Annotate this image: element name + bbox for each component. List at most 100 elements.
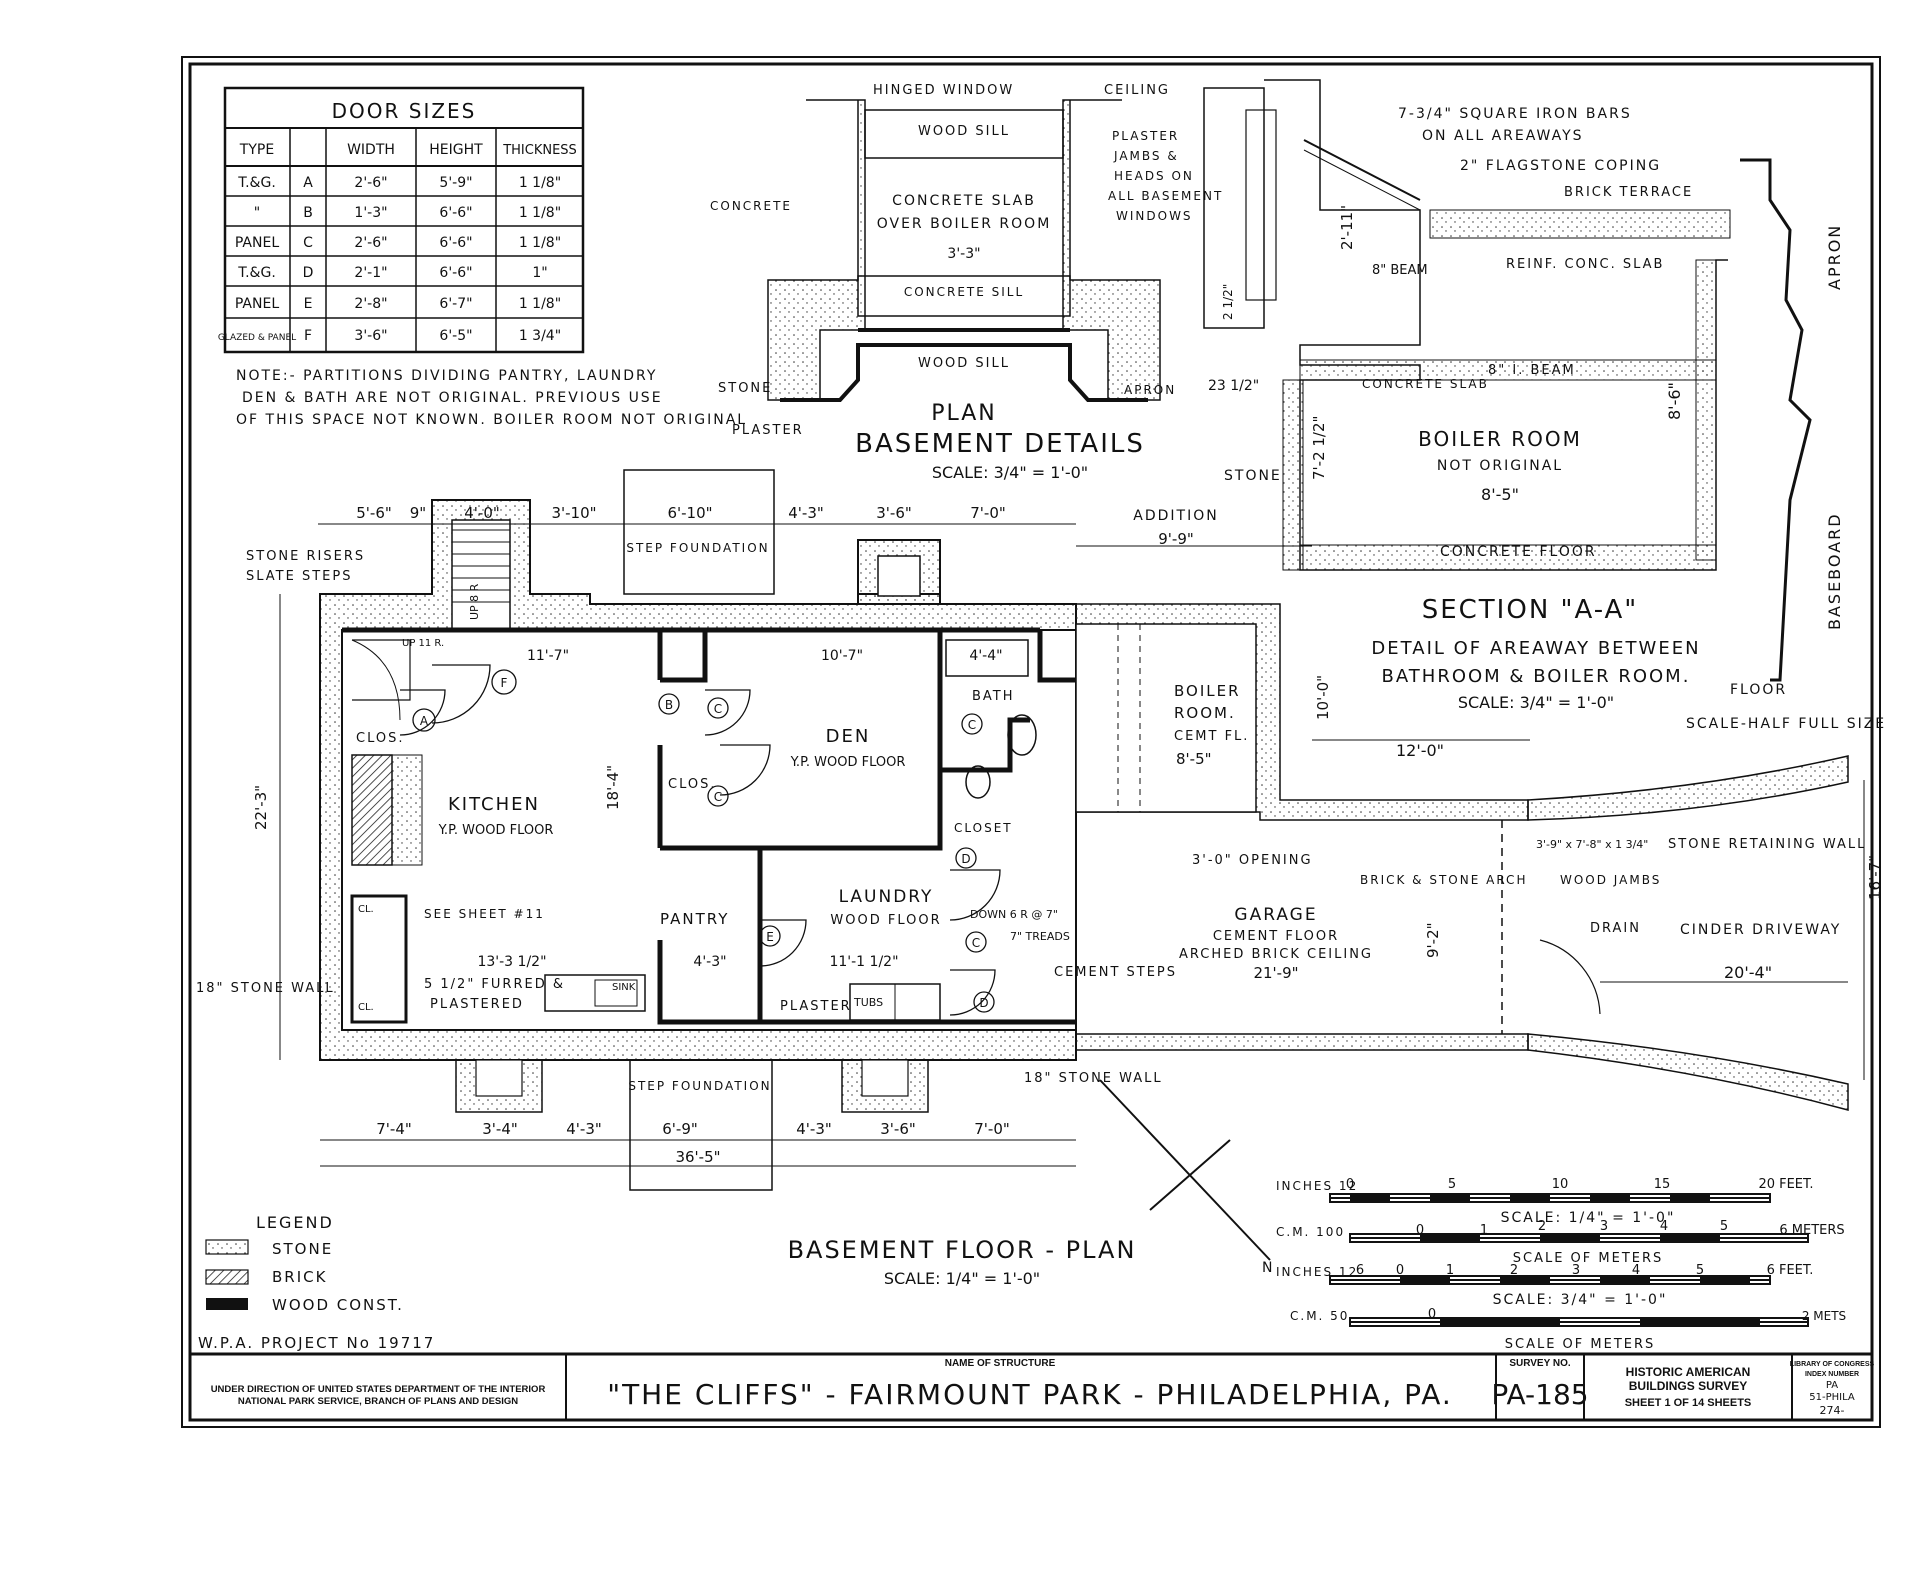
clos-label-den: CLOS. xyxy=(668,777,716,792)
door-tag-f: F xyxy=(501,676,508,690)
door-row-5-thickness: 1 1/8" xyxy=(519,296,561,312)
stone-risers-label: STONE RISERS xyxy=(246,549,365,564)
door-table-header-width: WIDTH xyxy=(347,142,395,158)
dim-8-6: 8'-6" xyxy=(1665,382,1684,420)
note-line-2: DEN & BATH ARE NOT ORIGINAL. PREVIOUS US… xyxy=(242,390,663,406)
cm1-tick-5: 5 xyxy=(1720,1219,1728,1234)
cm1-tick-6: 6 METERS xyxy=(1779,1223,1844,1238)
section-detail-1: DETAIL OF AREAWAY BETWEEN xyxy=(1371,638,1700,659)
slab-line-2: OVER BOILER ROOM xyxy=(877,216,1052,232)
sink-label: SINK xyxy=(612,982,636,993)
door-sizes-table: DOOR SIZES TYPE WIDTH HEIGHT THICKNESS T… xyxy=(218,86,585,354)
sheet-border-outer xyxy=(181,56,1881,1428)
floor-plan-title: BASEMENT FLOOR - PLAN xyxy=(788,1236,1137,1264)
garage-ceiling-label: ARCHED BRICK CEILING xyxy=(1179,947,1373,962)
top-dim-2: 9" xyxy=(410,504,426,522)
section-aa: 7-3/4" SQUARE IRON BARS ON ALL AREAWAYS … xyxy=(1203,79,1884,732)
door-row-3-type: PANEL xyxy=(235,235,279,251)
door-tag-c3: C xyxy=(968,718,976,732)
brick-terrace-label: BRICK TERRACE xyxy=(1564,185,1693,200)
stone-wall-18-left: 18" STONE WALL xyxy=(196,981,335,996)
pantry-label: PANTRY xyxy=(660,910,729,928)
bottom-dim-4: 6'-9" xyxy=(662,1120,698,1138)
boiler-label-2: ROOM. xyxy=(1174,704,1236,722)
door-row-4-code: D xyxy=(303,265,314,281)
step-foundation-top: STEP FOUNDATION xyxy=(626,541,769,555)
plaster-detail-label: PLASTER xyxy=(732,423,804,438)
note-line-1: NOTE:- PARTITIONS DIVIDING PANTRY, LAUND… xyxy=(236,368,657,384)
door-row-5-code: E xyxy=(304,296,313,312)
name-of-structure-label: NAME OF STRUCTURE xyxy=(945,1358,1056,1369)
stone-retaining-label: STONE RETAINING WALL xyxy=(1668,837,1866,852)
scale1-label: SCALE: 1/4" = 1'-0" xyxy=(1501,1210,1676,1226)
not-original-label: NOT ORIGINAL xyxy=(1437,458,1563,474)
loc-line-2: INDEX NUMBER xyxy=(1805,1371,1859,1378)
door-table-header-thickness: THICKNESS xyxy=(502,143,577,158)
structure-name: "THE CLIFFS" - FAIRMOUNT PARK - PHILADEL… xyxy=(607,1378,1453,1411)
hinged-window-label: HINGED WINDOW xyxy=(873,83,1014,98)
plaster-note-2: JAMBS & xyxy=(1113,149,1179,163)
door-row-2-code: B xyxy=(303,205,313,221)
door-row-3-thickness: 1 1/8" xyxy=(519,235,561,251)
dim-2-11: 2'-11" xyxy=(1338,205,1356,250)
i-beam-label: 8" I. BEAM xyxy=(1488,363,1576,378)
door-tag-b: B xyxy=(665,698,673,712)
top-dim-7: 3'-6" xyxy=(876,504,912,522)
floor-label: FLOOR xyxy=(1730,682,1787,698)
furred-label-2: PLASTERED xyxy=(430,997,524,1012)
door-tag-e: E xyxy=(766,930,774,944)
door-tag-c2: C xyxy=(714,790,722,804)
loc-line-3: PA xyxy=(1826,1380,1838,1391)
dim-22-3: 22'-3" xyxy=(252,785,270,830)
boiler-dim: 8'-5" xyxy=(1176,750,1212,768)
inches1-tick-0: 0 xyxy=(1346,1177,1354,1192)
boiler-label-3: CEMT FL. xyxy=(1174,729,1249,744)
door-row-5-height: 6'-7" xyxy=(439,296,472,312)
inches1-tick-20: 20 FEET. xyxy=(1758,1177,1813,1192)
window-dim: 3'-3" xyxy=(947,246,980,262)
door-row-6-thickness: 1 3/4" xyxy=(519,328,561,344)
total-dim: 36'-5" xyxy=(675,1148,720,1166)
wood-jambs-label: WOOD JAMBS xyxy=(1560,873,1661,887)
survey-no-label: SURVEY NO. xyxy=(1509,1358,1571,1369)
garage-dim: 21'-9" xyxy=(1253,964,1298,982)
bottom-dim-3: 4'-3" xyxy=(566,1120,602,1138)
dim-11-7: 11'-7" xyxy=(527,648,569,664)
habs-line-1: HISTORIC AMERICAN xyxy=(1626,1365,1751,1379)
habs-line-2: BUILDINGS SURVEY xyxy=(1629,1379,1747,1393)
step-foundation-bottom: STEP FOUNDATION xyxy=(628,1079,771,1093)
door-row-1-thickness: 1 1/8" xyxy=(519,175,561,191)
iron-bars-label-2: ON ALL AREAWAYS xyxy=(1422,128,1584,144)
door-row-2-height: 6'-6" xyxy=(439,205,472,221)
laundry-floor-label: WOOD FLOOR xyxy=(830,913,941,928)
section-detail-2: BATHROOM & BOILER ROOM. xyxy=(1382,666,1691,687)
door-row-6-height: 6'-5" xyxy=(439,328,472,344)
legend-item-brick: BRICK xyxy=(272,1268,327,1286)
section-scale: SCALE: 3/4" = 1'-0" xyxy=(1458,693,1614,712)
inches2-tick-3: 3 xyxy=(1572,1263,1580,1278)
den-floor-label: Y.P. WOOD FLOOR xyxy=(790,755,906,770)
inches2-tick-4: 4 xyxy=(1632,1263,1640,1278)
stone-wall-18-bottom: 18" STONE WALL xyxy=(1024,1071,1163,1086)
cement-steps-label: CEMENT STEPS xyxy=(1054,965,1177,980)
plaster-note-4: ALL BASEMENT xyxy=(1108,189,1223,203)
door-row-3-height: 6'-6" xyxy=(439,235,472,251)
title-block: UNDER DIRECTION OF UNITED STATES DEPARTM… xyxy=(190,1352,1875,1420)
inches2-tick-6: 6 FEET. xyxy=(1767,1263,1814,1278)
wood-sill-bottom-label: WOOD SILL xyxy=(918,356,1010,371)
dim-18-4: 18'-4" xyxy=(604,765,622,810)
boiler-label-1: BOILER xyxy=(1174,682,1241,700)
door-tag-a: A xyxy=(420,714,429,728)
note-line-3: OF THIS SPACE NOT KNOWN. BOILER ROOM NOT… xyxy=(236,412,747,428)
dim-10-7: 10'-7" xyxy=(821,648,863,664)
loc-line-4: 51-PHILA xyxy=(1809,1392,1855,1403)
door-table-title: DOOR SIZES xyxy=(332,99,477,123)
door-row-6-type: GLAZED & PANEL xyxy=(218,333,296,343)
cm2-tick-2: 2 METS xyxy=(1802,1309,1846,1323)
bottom-dim-7: 7'-0" xyxy=(974,1120,1010,1138)
dim-10-0: 10'-0" xyxy=(1314,675,1332,720)
inches2-tick-0: 0 xyxy=(1396,1263,1404,1278)
kitchen-label: KITCHEN xyxy=(448,794,540,815)
door-row-1-width: 2'-6" xyxy=(354,175,387,191)
